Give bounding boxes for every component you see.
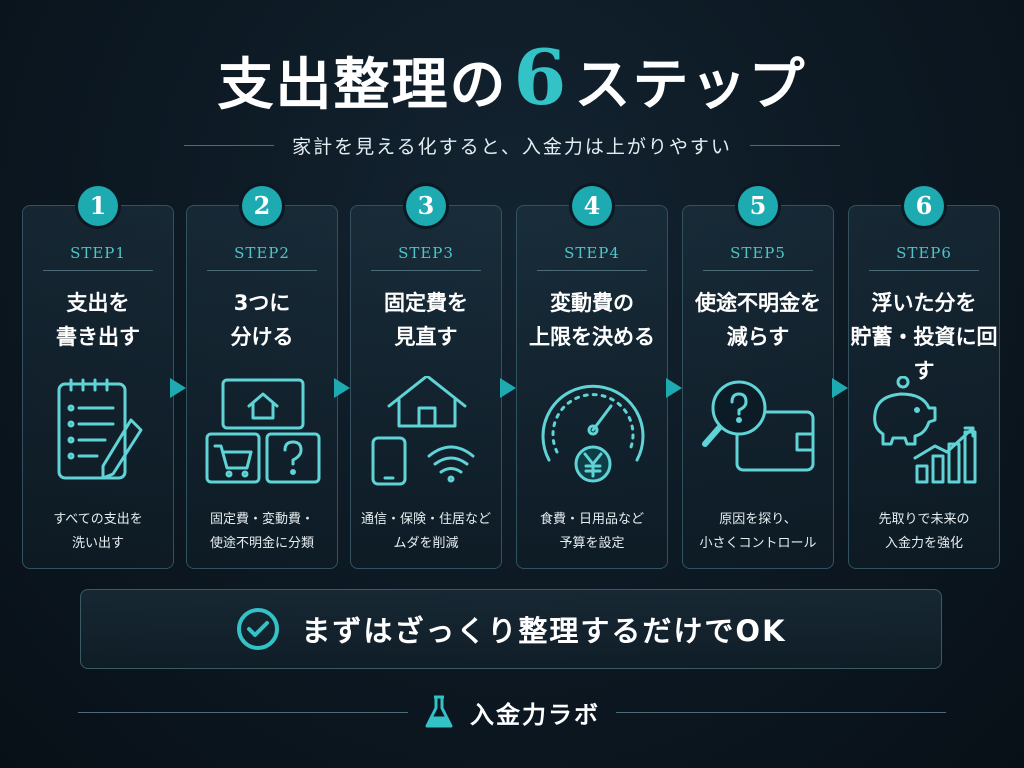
divider	[371, 270, 481, 271]
arrow-right-icon	[500, 378, 516, 398]
step-title: 支出を 書き出す	[56, 291, 140, 349]
arrow-right-icon	[334, 378, 350, 398]
step-card-2: 2 STEP2 3つに 分ける 固定費・変動費・ 使途不明金に分類	[186, 186, 338, 569]
step-description: 食費・日用品など 予算を設定	[539, 512, 644, 551]
step-number-badge: 2	[242, 186, 282, 226]
step-label: STEP2	[234, 244, 290, 262]
check-circle-icon	[237, 608, 280, 650]
step-number-badge: 5	[738, 186, 778, 226]
step-title: 浮いた分を 貯蓄・投資に回す	[850, 291, 998, 383]
divider	[869, 270, 979, 271]
house-phone-wifi-icon	[371, 376, 475, 486]
divider	[184, 144, 275, 146]
step-title: 使途不明金を 減らす	[695, 291, 821, 349]
arrow-right-icon	[666, 378, 682, 398]
step-description: 先取りで未来の 入金力を強化	[878, 512, 970, 551]
summary-text: まずはざっくり整理するだけでOK	[301, 614, 787, 648]
divider	[43, 270, 153, 271]
step-card-1: 1 STEP1 支出を 書き出す すべての支出を 洗い出す	[22, 186, 174, 569]
step-card-6: 6 STEP6 浮いた分を 貯蓄・投資に回す 先取りで未来の 入金力を強化	[848, 186, 1000, 569]
footer: 入金力ラボ	[0, 690, 1024, 734]
arrow-right-icon	[170, 378, 186, 398]
flask-icon	[425, 695, 453, 728]
divider	[749, 144, 840, 146]
piggybank-growth-icon	[873, 376, 977, 484]
step-card-3: 3 STEP3 固定費を 見直す 通信・保険・住居など ムダを削減	[350, 186, 502, 569]
arrow-right-icon	[832, 378, 848, 398]
step-title: 3つに 分ける	[230, 291, 294, 349]
magnifier-wallet-icon	[702, 380, 815, 472]
divider	[537, 270, 647, 271]
step-number-badge: 6	[904, 186, 944, 226]
step-description: すべての支出を 洗い出す	[53, 512, 143, 551]
gauge-yen-icon	[541, 384, 645, 483]
divider	[616, 711, 946, 713]
step-description: 原因を探り、 小さくコントロール	[699, 512, 817, 551]
step-label: STEP3	[398, 244, 454, 262]
step-description: 通信・保険・住居など ムダを削減	[360, 512, 491, 551]
step-label: STEP4	[564, 244, 620, 262]
step-number-badge: 1	[78, 186, 118, 226]
step-card-4: 4 STEP4 変動費の 上限を決める 食費・日用品など 予算を設定	[516, 186, 668, 569]
step-card-5: 5 STEP5 使途不明金を 減らす 原因を探り、 小さくコントロール	[682, 186, 834, 569]
summary-banner: まずはざっくり整理するだけでOK	[80, 589, 942, 669]
brand-name: 入金力ラボ	[470, 700, 600, 729]
divider	[207, 270, 317, 271]
house-cart-question-icon	[205, 378, 321, 484]
title-number: 6	[513, 33, 569, 122]
checklist-pencil-icon	[57, 378, 143, 480]
subtitle: 家計を見える化すると、入金力は上がりやすい	[292, 135, 732, 158]
step-label: STEP5	[730, 244, 786, 262]
subtitle-row: 家計を見える化すると、入金力は上がりやすい	[0, 130, 1024, 160]
step-number-badge: 3	[406, 186, 446, 226]
step-description: 固定費・変動費・ 使途不明金に分類	[209, 512, 314, 551]
divider	[703, 270, 813, 271]
step-title: 変動費の 上限を決める	[529, 291, 655, 349]
step-label: STEP1	[70, 244, 126, 262]
step-title: 固定費を 見直す	[384, 291, 468, 349]
divider	[78, 711, 408, 713]
step-number-badge: 4	[572, 186, 612, 226]
step-label: STEP6	[896, 244, 952, 262]
